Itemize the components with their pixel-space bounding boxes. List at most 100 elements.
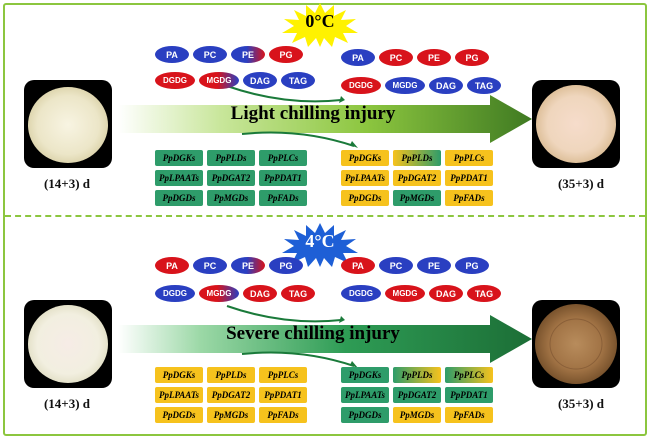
fruit-photo-severe-injury	[532, 300, 620, 388]
gene-ppdgds: PpDGDs	[155, 190, 203, 206]
lipid-dag: DAG	[243, 72, 277, 89]
lipid-mgdg: MGDG	[385, 285, 425, 302]
lipid-mgdg: MGDG	[199, 72, 239, 89]
lipid-dgdg: DGDG	[341, 77, 381, 94]
lipid-pg: PG	[455, 257, 489, 274]
lipid-pe: PE	[417, 257, 451, 274]
gene-ppdgat2: PpDGAT2	[393, 170, 441, 186]
temperature-label: 4°C	[305, 231, 335, 251]
lipid-tag: TAG	[467, 77, 501, 94]
lipid-pe: PE	[231, 257, 265, 274]
lipid-pa: PA	[341, 257, 375, 274]
fruit-photo-fresh	[24, 80, 112, 168]
gene-ppfads: PpFADs	[445, 407, 493, 423]
gene-ppplds: PpPLDs	[393, 367, 441, 383]
gene-ppplds: PpPLDs	[207, 150, 255, 166]
lipid-pc: PC	[379, 49, 413, 66]
lipid-pg: PG	[455, 49, 489, 66]
lipid-pa: PA	[341, 49, 375, 66]
panel-0c: 0°C (14+3) d (35+3)	[0, 0, 650, 216]
gene-pplpaats: PpLPAATs	[155, 170, 203, 186]
lipid-dag: DAG	[243, 285, 277, 302]
starburst-blue	[280, 223, 360, 267]
lipid-dgdg: DGDG	[341, 285, 381, 302]
progression-arrow	[118, 315, 532, 363]
lipid-pe: PE	[231, 46, 265, 63]
connector-curve-lower	[241, 131, 358, 148]
gene-ppdgds: PpDGDs	[341, 190, 389, 206]
lipid-pc: PC	[379, 257, 413, 274]
gene-ppdgat2: PpDGAT2	[207, 170, 255, 186]
lipid-pg: PG	[269, 46, 303, 63]
gene-pplpaats: PpLPAATs	[341, 170, 389, 186]
gene-ppdgds: PpDGDs	[155, 407, 203, 423]
lipid-pa: PA	[155, 257, 189, 274]
lipid-pe: PE	[417, 49, 451, 66]
gene-ppmgds: PpMGDs	[207, 407, 255, 423]
lipid-pc: PC	[193, 46, 227, 63]
fruit-photo-fresh	[24, 300, 112, 388]
lipid-pc: PC	[193, 257, 227, 274]
lipid-dgdg: DGDG	[155, 285, 195, 302]
gene-ppdgat2: PpDGAT2	[207, 387, 255, 403]
lipid-mgdg: MGDG	[199, 285, 239, 302]
day-label-start: (14+3) d	[43, 396, 91, 411]
gene-pplpaats: PpLPAATs	[155, 387, 203, 403]
gene-ppdgks: PpDGKs	[341, 367, 389, 383]
panel-divider	[5, 215, 645, 217]
gene-ppdgks: PpDGKs	[155, 150, 203, 166]
gene-ppfads: PpFADs	[445, 190, 493, 206]
gene-ppplcs: PpPLCs	[259, 150, 307, 166]
gene-ppfads: PpFADs	[259, 407, 307, 423]
gene-ppfads: PpFADs	[259, 190, 307, 206]
gene-ppdgks: PpDGKs	[155, 367, 203, 383]
condition-label: Severe chilling injury	[226, 323, 400, 344]
gene-pplpaats: PpLPAATs	[341, 387, 389, 403]
connector-curve-upper	[226, 85, 345, 103]
gene-pppdat1: PpPDAT1	[259, 170, 307, 186]
gene-ppmgds: PpMGDs	[207, 190, 255, 206]
gene-pppdat1: PpPDAT1	[445, 387, 493, 403]
condition-label: Light chilling injury	[230, 103, 396, 124]
gene-ppmgds: PpMGDs	[393, 407, 441, 423]
connector-curve-lower	[241, 351, 358, 368]
fruit-photo-light-injury	[532, 80, 620, 168]
gene-ppdgks: PpDGKs	[341, 150, 389, 166]
day-label-end: (35+3) d	[557, 176, 605, 191]
gene-ppdgds: PpDGDs	[341, 407, 389, 423]
day-label-end: (35+3) d	[557, 396, 605, 411]
gene-ppmgds: PpMGDs	[393, 190, 441, 206]
lipid-dag: DAG	[429, 77, 463, 94]
temperature-label: 0°C	[305, 11, 335, 31]
gene-ppdgat2: PpDGAT2	[393, 387, 441, 403]
outer-frame	[3, 3, 647, 436]
lipid-dag: DAG	[429, 285, 463, 302]
lipid-tag: TAG	[281, 285, 315, 302]
lipid-tag: TAG	[467, 285, 501, 302]
lipid-mgdg: MGDG	[385, 77, 425, 94]
starburst-yellow	[280, 3, 360, 47]
gene-ppplcs: PpPLCs	[445, 367, 493, 383]
gene-pppdat1: PpPDAT1	[259, 387, 307, 403]
day-label-start: (14+3) d	[43, 176, 91, 191]
lipid-dgdg: DGDG	[155, 72, 195, 89]
lipid-tag: TAG	[281, 72, 315, 89]
lipid-pg: PG	[269, 257, 303, 274]
lipid-pa: PA	[155, 46, 189, 63]
connector-curve-upper	[226, 305, 345, 323]
panel-4c: 4°C (14+3) d	[0, 220, 650, 436]
gene-ppplcs: PpPLCs	[445, 150, 493, 166]
gene-ppplds: PpPLDs	[207, 367, 255, 383]
